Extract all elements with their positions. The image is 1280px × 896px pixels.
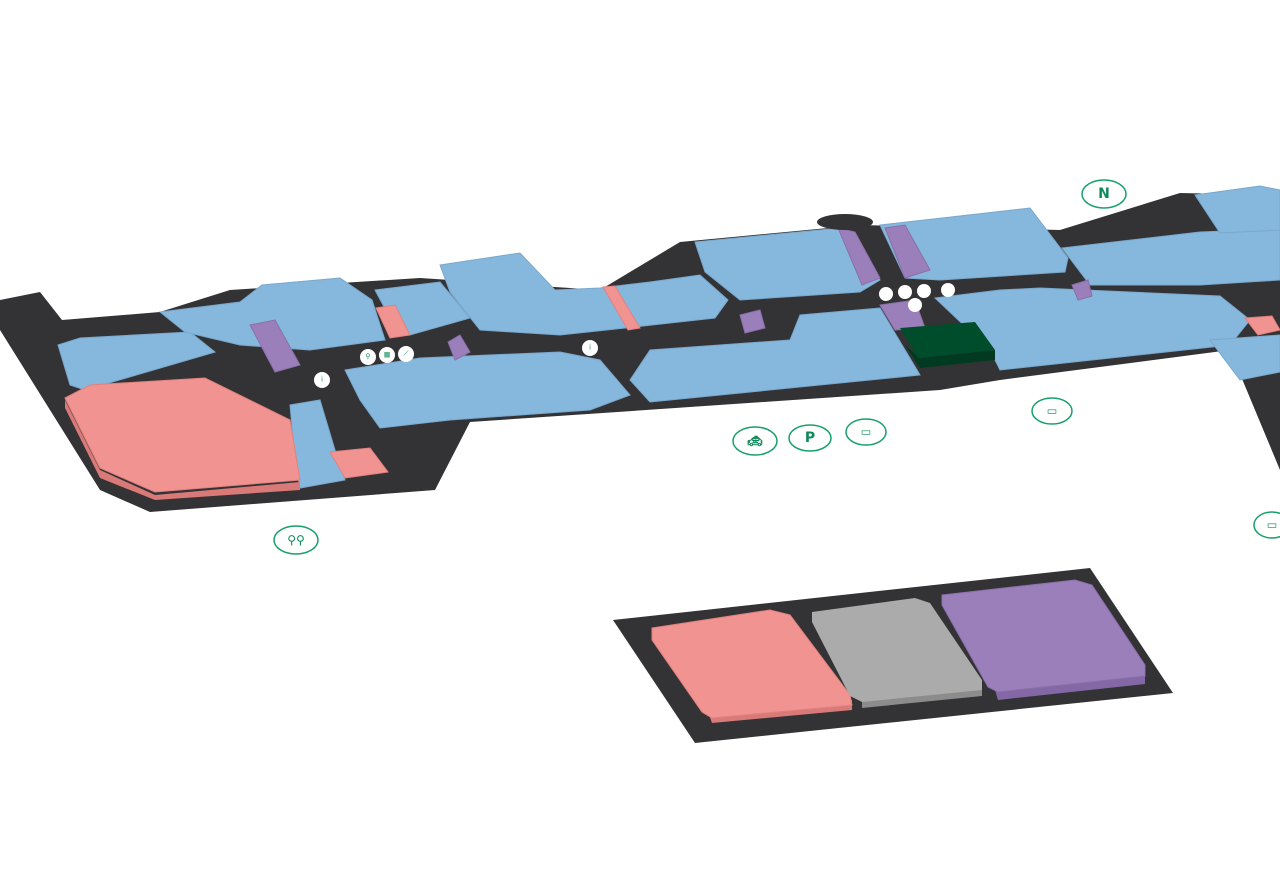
legend-other[interactable]: [812, 598, 982, 702]
compass-north-icon[interactable]: N: [1081, 179, 1127, 209]
anchor-store[interactable]: [602, 285, 641, 331]
outdoor-markers: N 🚕︎ P ▭ ▭ ▭ ⚲⚲: [273, 179, 1280, 555]
atm-icon[interactable]: [898, 285, 912, 299]
store-block[interactable]: [1061, 227, 1280, 286]
store-block[interactable]: [158, 277, 386, 351]
store-block[interactable]: [1209, 334, 1280, 381]
service-area[interactable]: [1071, 279, 1093, 301]
svg-text:i: i: [321, 377, 323, 384]
svg-text:⚲⚲: ⚲⚲: [287, 533, 305, 547]
svg-text:▭: ▭: [1047, 405, 1057, 418]
service-area[interactable]: [447, 334, 471, 361]
service-area[interactable]: [739, 309, 766, 334]
bus-icon[interactable]: ▭: [845, 418, 887, 446]
information-icon[interactable]: [941, 283, 955, 297]
escalator-icon[interactable]: ⟋: [398, 346, 414, 362]
store-block[interactable]: [1194, 185, 1280, 234]
stores: [57, 185, 1280, 489]
anchor-store[interactable]: [375, 304, 411, 339]
svg-text:🚕︎: 🚕︎: [746, 434, 762, 448]
svg-text:⟋: ⟋: [404, 350, 409, 358]
svg-text:⚲: ⚲: [365, 353, 370, 361]
svg-text:P: P: [805, 430, 815, 446]
escalator-icon[interactable]: [917, 284, 931, 298]
legend-service[interactable]: [941, 579, 1146, 693]
store-block[interactable]: [57, 331, 217, 391]
rotunda: [817, 214, 873, 230]
svg-text:▦: ▦: [384, 352, 391, 359]
svg-text:▭: ▭: [861, 426, 871, 439]
highlighted-store[interactable]: [900, 322, 995, 368]
information-icon[interactable]: i: [582, 340, 598, 356]
bus-icon[interactable]: ▭: [1031, 397, 1073, 425]
legend-panel: [613, 568, 1173, 743]
svg-text:▭: ▭: [1267, 519, 1277, 532]
anchor-store[interactable]: [64, 377, 301, 493]
anchor-stores: [64, 285, 1280, 500]
amenity-markers: i ⚲ ▦ ⟋ i: [314, 283, 955, 388]
legend-anchor-store[interactable]: [651, 609, 853, 719]
store-block[interactable]: [344, 351, 631, 429]
store-block[interactable]: [439, 252, 729, 336]
svg-text:i: i: [589, 345, 591, 352]
bus-icon[interactable]: ▭: [1253, 511, 1280, 539]
taxi-icon[interactable]: 🚕︎: [732, 426, 778, 456]
anchor-store[interactable]: [1244, 315, 1280, 336]
service-area[interactable]: [837, 227, 881, 286]
anchor-store[interactable]: [329, 447, 389, 479]
restroom-icon[interactable]: ⚲: [360, 349, 376, 365]
information-icon[interactable]: i: [314, 372, 330, 388]
bicycle-icon[interactable]: ⚲⚲: [273, 525, 319, 555]
elevator-icon[interactable]: [908, 298, 922, 312]
store-block[interactable]: [629, 307, 921, 403]
service-area[interactable]: [249, 319, 301, 373]
restroom-icon[interactable]: [879, 287, 893, 301]
service-area[interactable]: [884, 224, 931, 279]
parking-icon[interactable]: P: [788, 424, 832, 452]
atm-icon[interactable]: ▦: [379, 347, 395, 363]
svg-text:N: N: [1098, 186, 1110, 202]
